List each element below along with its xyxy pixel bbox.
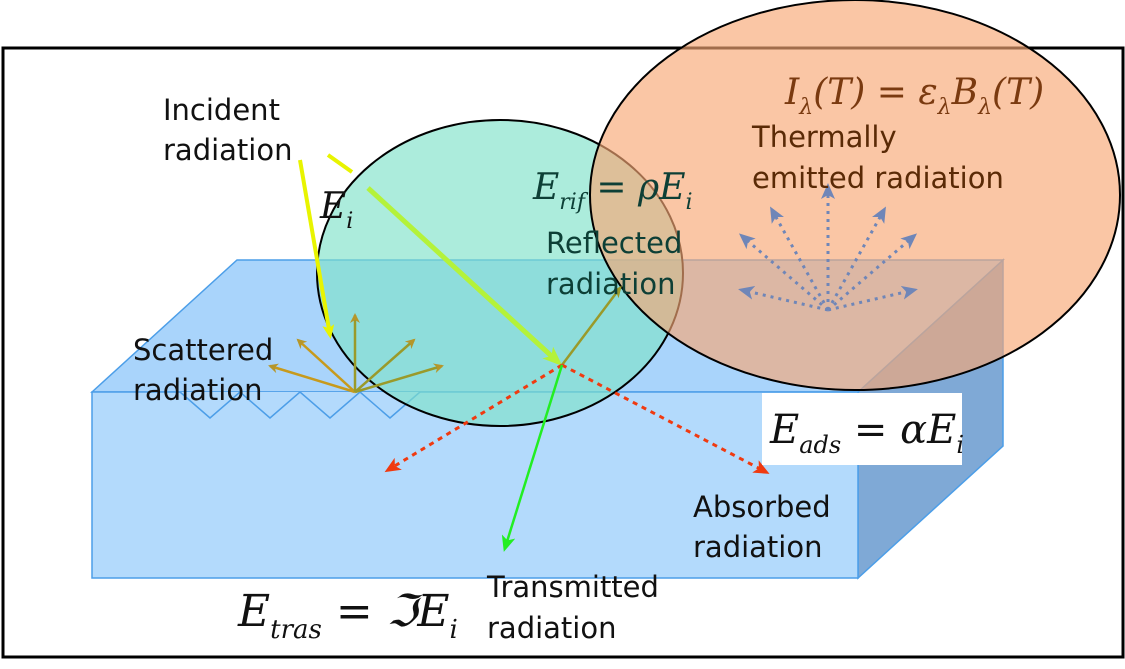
- transmitted-label: Transmitted radiation: [486, 570, 668, 645]
- thermal-equation: Iλ(T) = ελBλ(T): [784, 72, 1044, 120]
- incident-yellow-arrow: [298, 159, 335, 339]
- transmitted-arrow: [501, 364, 564, 552]
- incident-label: Incident radiation: [163, 93, 292, 167]
- thermal-label: Thermally emitted radiation: [751, 120, 1004, 195]
- absorbed-arrow-left: [384, 363, 563, 473]
- transmitted-equation: Etras = ℑEi: [237, 586, 458, 645]
- absorbed-equation-box: [762, 393, 962, 465]
- thermal-ellipse: [589, 0, 1121, 391]
- absorbed-equation: Eads = αEi: [769, 407, 964, 459]
- outer-frame: [1, 46, 1125, 659]
- emitted-arrows: [738, 183, 918, 312]
- incident-dash: [326, 153, 354, 174]
- absorbed-arrow-right: [561, 363, 770, 474]
- incident-main-arrow: [366, 186, 563, 367]
- scattered-arrows: [268, 313, 444, 394]
- reflected-label: Reflected radiation: [546, 226, 692, 301]
- reflected-equation: Erif = ρEi: [532, 167, 693, 215]
- scattered-label: Scattered radiation: [133, 333, 282, 407]
- reflected-arrow: [561, 285, 622, 366]
- absorbed-label: Absorbed radiation: [693, 490, 840, 564]
